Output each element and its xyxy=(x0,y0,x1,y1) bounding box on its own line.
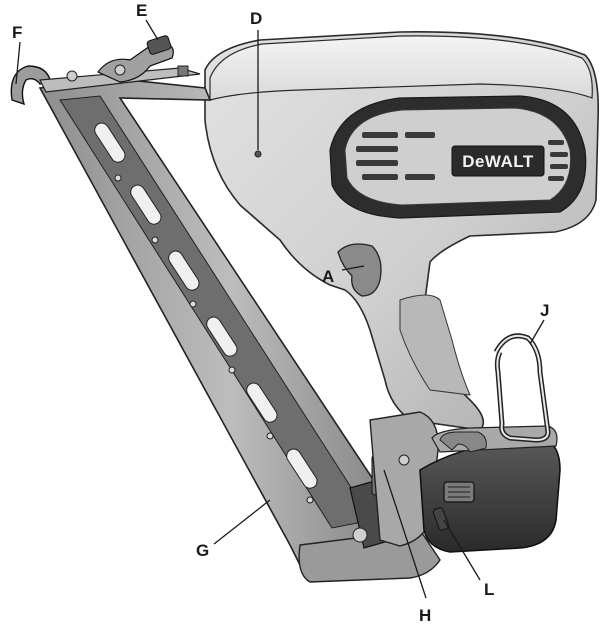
callout-label-A: A xyxy=(322,267,334,286)
brand-plate xyxy=(451,145,545,177)
callout-label-E: E xyxy=(136,1,147,20)
callout-L: L xyxy=(443,519,494,599)
nose-pivot xyxy=(352,527,368,543)
magazine xyxy=(38,77,441,583)
belt-hook-wire-inner xyxy=(495,334,550,442)
callout-label-H: H xyxy=(419,606,431,625)
jam-release-hook xyxy=(10,65,51,106)
linkage-pin xyxy=(66,70,78,82)
top-linkage xyxy=(10,35,201,106)
callout-label-G: G xyxy=(196,541,209,560)
battery-handle-loop xyxy=(439,431,487,453)
callout-label-L: L xyxy=(484,580,494,599)
callout-G: G xyxy=(196,499,271,560)
tool-housing: DeWALT xyxy=(204,31,600,431)
magazine-slots xyxy=(94,122,318,489)
vent-stripes xyxy=(356,132,568,181)
battery-button-ribs xyxy=(448,486,470,498)
belt-hook xyxy=(493,333,551,443)
callout-F: F xyxy=(12,23,22,85)
top-cap xyxy=(209,35,593,101)
callout-J: J xyxy=(529,301,549,345)
callout-A: A xyxy=(322,265,365,286)
brand-logo: DeWALT xyxy=(462,152,534,171)
callout-label-D: D xyxy=(250,9,262,28)
nose-screw xyxy=(398,454,410,466)
top-stop xyxy=(177,65,189,77)
nose-assembly xyxy=(352,411,439,547)
depth-adjust-point xyxy=(254,150,262,158)
callout-label-J: J xyxy=(540,301,549,320)
callout-D: D xyxy=(250,9,262,150)
battery-pack xyxy=(419,425,561,553)
battery-housing xyxy=(419,439,561,553)
magazine-rivets xyxy=(114,174,314,504)
handle-grip xyxy=(399,294,471,396)
belt-hook-wire xyxy=(493,333,551,443)
callout-label-F: F xyxy=(12,23,22,42)
battery-latch xyxy=(432,507,450,531)
trigger xyxy=(337,243,382,297)
linkage-pin-2 xyxy=(114,64,126,76)
callout-E: E xyxy=(136,1,159,41)
callout-H: H xyxy=(383,469,431,625)
